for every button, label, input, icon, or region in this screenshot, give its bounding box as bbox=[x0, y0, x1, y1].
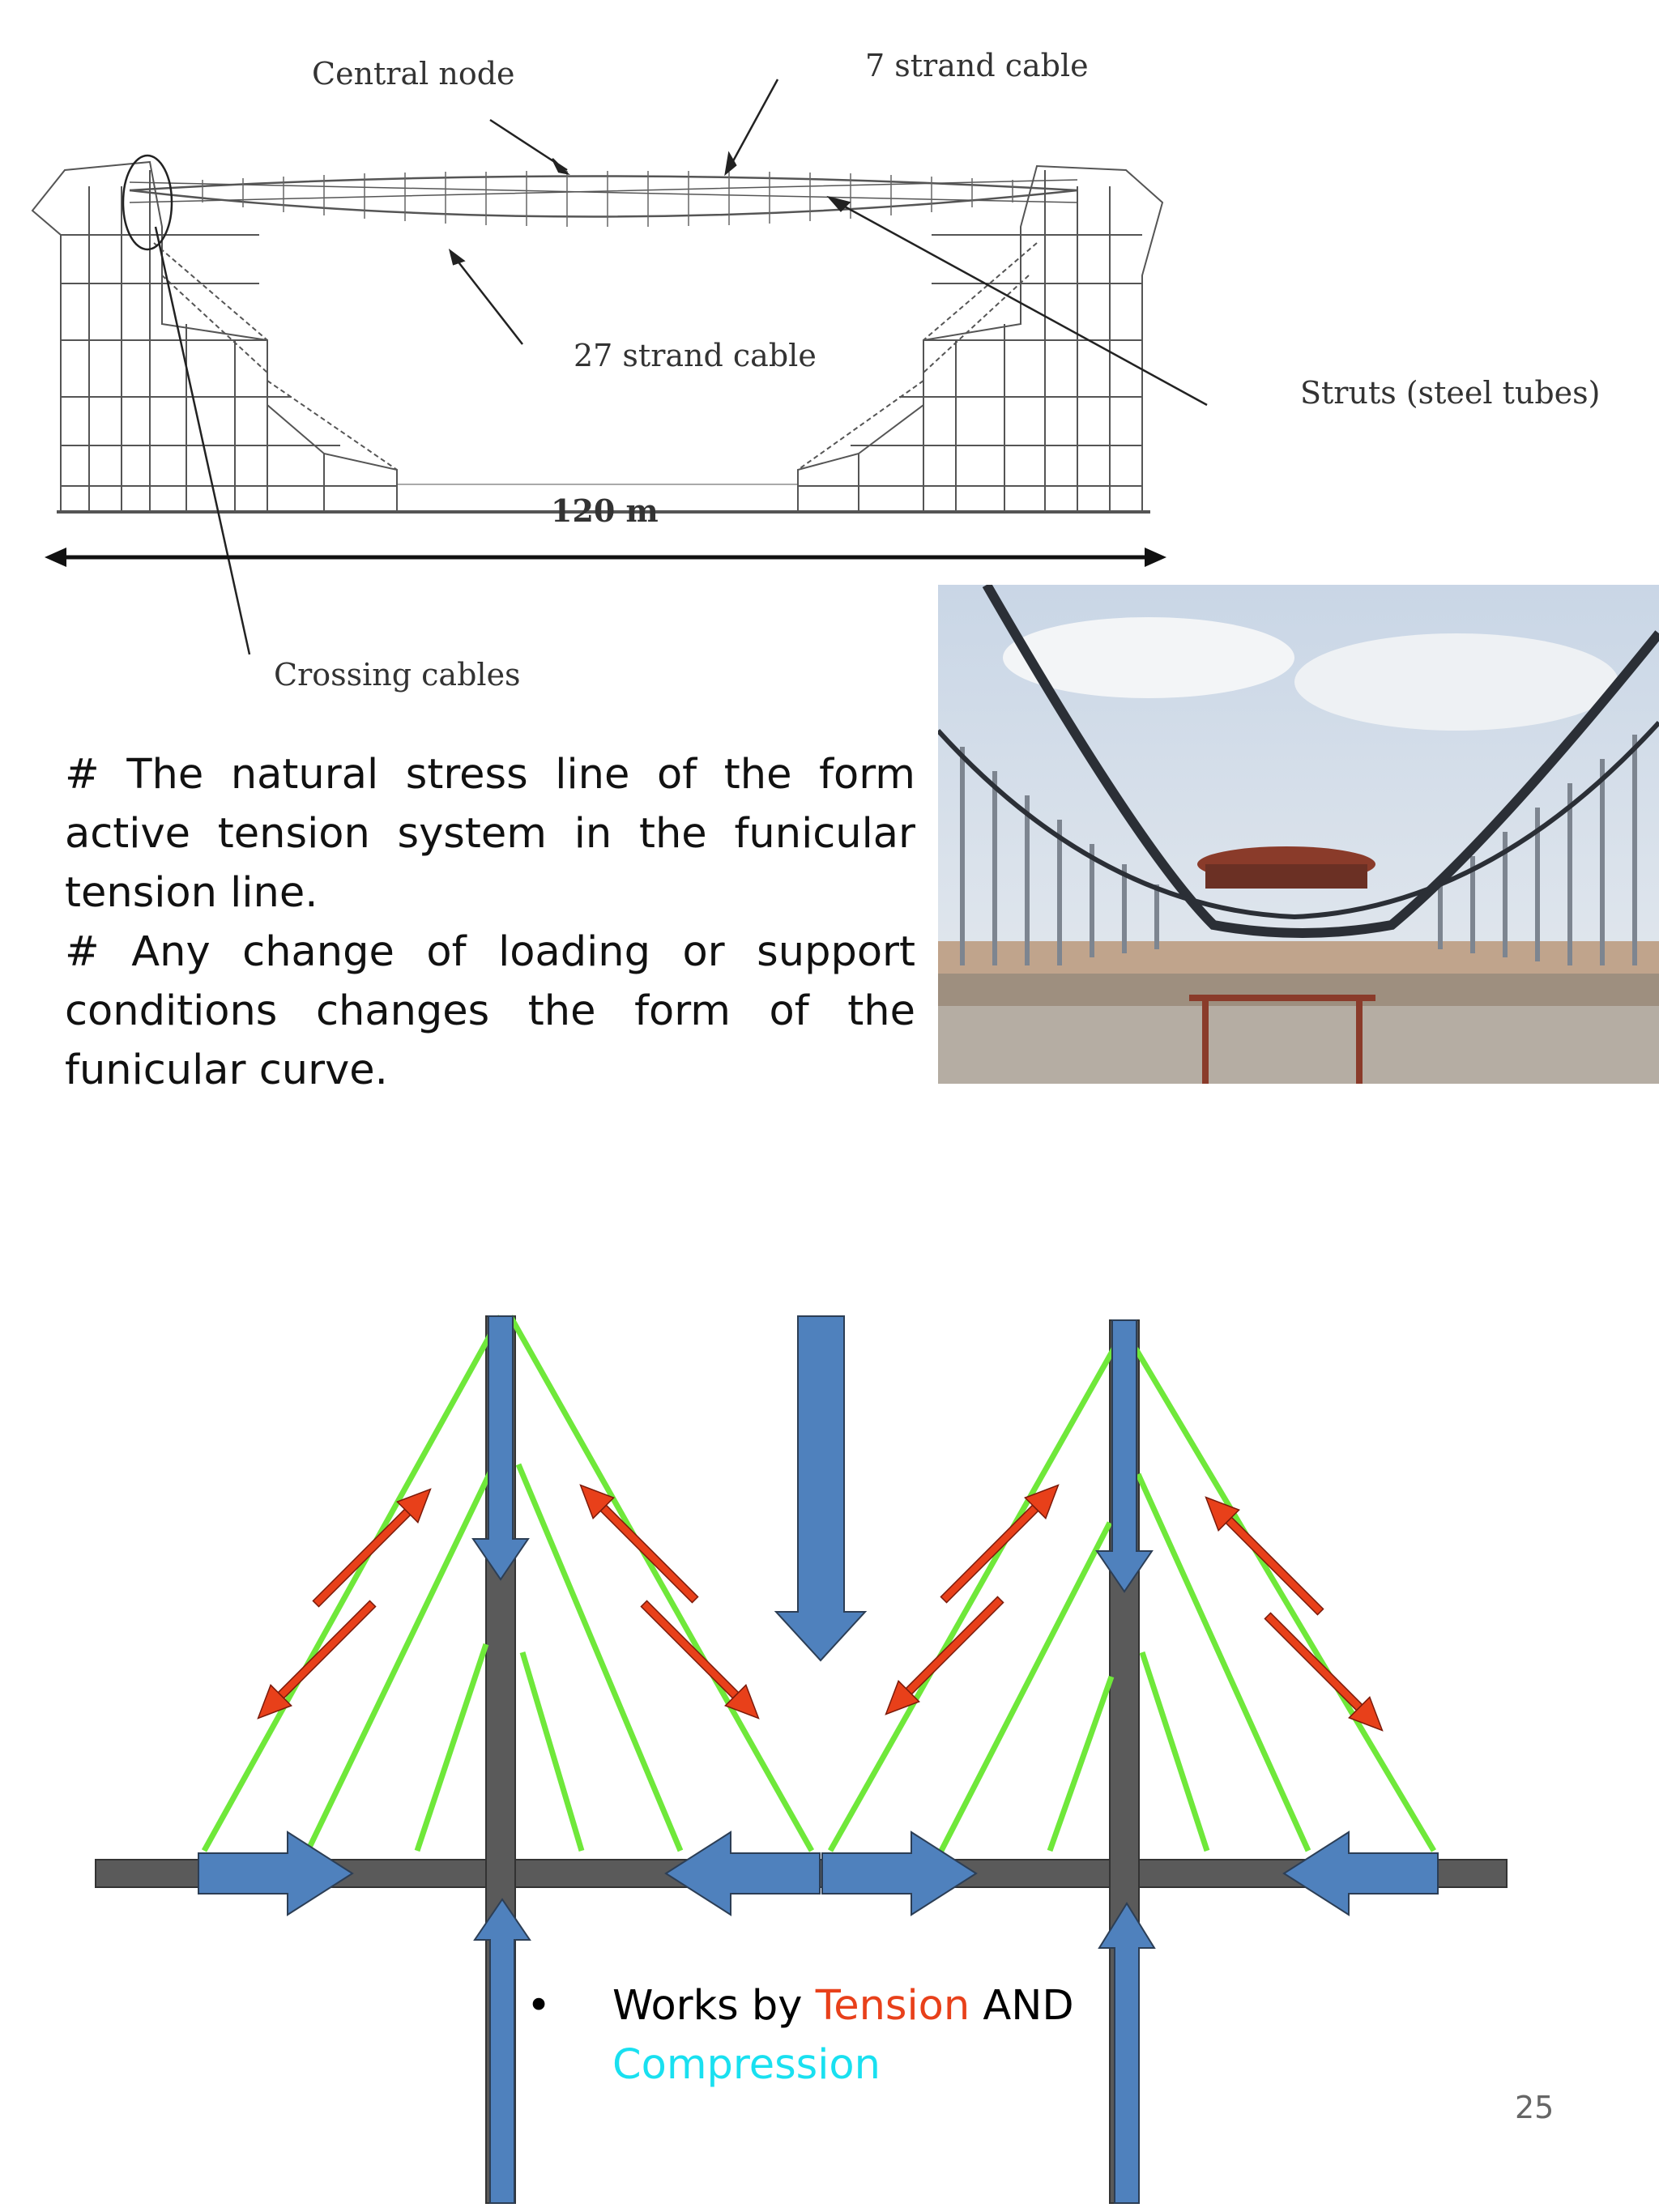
horizontal-beam bbox=[95, 1859, 1508, 1888]
page-number: 25 bbox=[1515, 2090, 1555, 2125]
compression-word: Compression bbox=[612, 2041, 881, 2089]
tension-arrows bbox=[257, 1484, 1384, 1732]
seven-strand-label: 7 strand cable bbox=[865, 48, 1089, 83]
tension-word: Tension bbox=[815, 1982, 970, 2030]
bullet-text: Works by Tension AND Compression bbox=[612, 1976, 1074, 2095]
stadium-section-drawing: Central node 7 strand cable 27 strand ca… bbox=[31, 48, 1600, 693]
bullet-mid: AND bbox=[970, 1982, 1074, 2030]
tension-cables bbox=[201, 1315, 1437, 1852]
twenty-seven-strand-label: 27 strand cable bbox=[574, 338, 817, 373]
construction-photo bbox=[938, 585, 1659, 1084]
bullet-prefix: Works by bbox=[612, 1982, 816, 2030]
span-label: 120 m bbox=[551, 492, 659, 529]
left-mast bbox=[485, 1315, 516, 2204]
paragraph-2: # Any change of loading or support condi… bbox=[65, 928, 915, 1094]
paragraph-1: # The natural stress line of the form ac… bbox=[65, 751, 915, 917]
struts-label: Struts (steel tubes) bbox=[1300, 375, 1600, 411]
crossing-cables-label: Crossing cables bbox=[274, 657, 521, 693]
bullet-marker: • bbox=[527, 1982, 552, 2030]
description-text: # The natural stress line of the form ac… bbox=[65, 745, 915, 1100]
central-node-label: Central node bbox=[312, 56, 515, 92]
right-mast bbox=[1109, 1319, 1140, 2204]
